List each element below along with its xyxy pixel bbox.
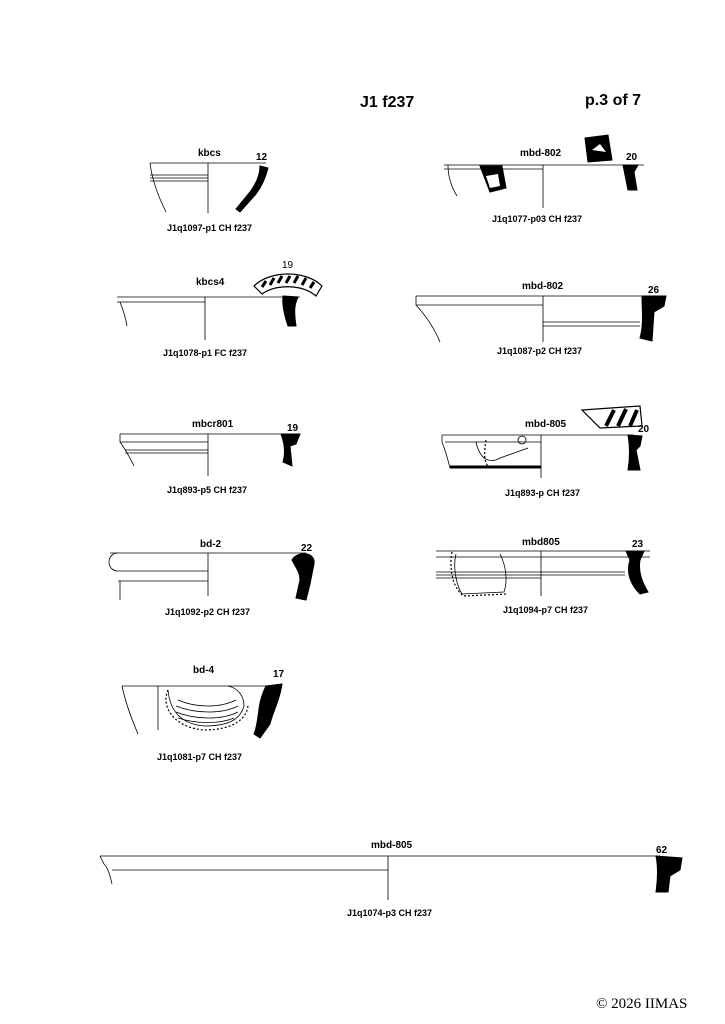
profile-20b [627,434,643,471]
sherd-number: 19 [282,260,294,271]
sherd-number: 26 [648,285,660,296]
sherd-caption: J1q1074-p3 CH f237 [347,908,433,918]
profile-12 [235,165,269,213]
profile-23 [625,550,649,595]
sherd-number: 17 [273,669,285,680]
page-number: p.3 of 7 [585,92,642,109]
profile-17 [253,683,283,739]
copyright-notice: © 2026 IIMAS [596,996,688,1012]
sherd-caption: J1q893-p CH f237 [505,488,581,498]
sherd-code: kbcs [198,148,221,159]
sherd-code: mbd-805 [371,840,413,851]
sherd-code: bd-4 [193,665,215,676]
sherd-caption: J1q1094-p7 CH f237 [503,605,589,615]
sherd-caption: J1q1092-p2 CH f237 [165,607,251,617]
sherd-caption: J1q1081-p7 CH f237 [157,752,243,762]
sherd-caption: J1q893-p5 CH f237 [167,485,248,495]
profile-19a [282,295,299,327]
sherd-number: 12 [256,152,268,163]
drawing-kbcs [149,162,266,213]
drawing-mbd-802-b [415,295,662,343]
profile-19b [280,433,301,467]
sherd-number: 23 [632,539,644,550]
sherd-code: mbcr801 [192,419,234,430]
profile-22 [291,553,315,601]
drawing-mbd-802-a [444,164,644,208]
sherd-code: mbd-802 [520,148,562,159]
profile-20a [622,164,639,191]
sherd-number: 20 [626,152,638,163]
drawing-mbd805 [436,550,650,596]
sherd-caption: J1q1078-p1 FC f237 [163,348,248,358]
sherd-code: mbd805 [522,537,560,548]
sherd-code: bd-2 [200,539,222,550]
sherd-caption: J1q1087-p2 CH f237 [497,346,583,356]
drawing-bd-4 [121,685,270,735]
fragment-19 [253,273,323,297]
drawing-mbcr801 [119,433,300,476]
sherd-code: kbcs4 [196,277,225,288]
sherd-number: 19 [287,423,299,434]
sherd-number: 22 [301,543,313,554]
profile-26 [639,295,667,342]
drawing-mbd-805-a [441,434,634,478]
sherd-code: mbd-805 [525,419,567,430]
sherd-number: 62 [656,845,668,856]
drawing-bd-2 [108,552,306,600]
sherd-number: 20 [638,424,650,435]
sherd-caption: J1q1077-p03 CH f237 [492,214,583,224]
fragment-mbd-805 [580,405,643,429]
page-title: J1 f237 [360,94,415,111]
drawing-mbd-805-b [99,855,660,900]
sherd-caption: J1q1097-p1 CH f237 [167,223,253,233]
profile-62 [655,855,683,893]
drawing-kbcs4 [117,296,300,340]
sherd-code: mbd-802 [522,281,564,292]
